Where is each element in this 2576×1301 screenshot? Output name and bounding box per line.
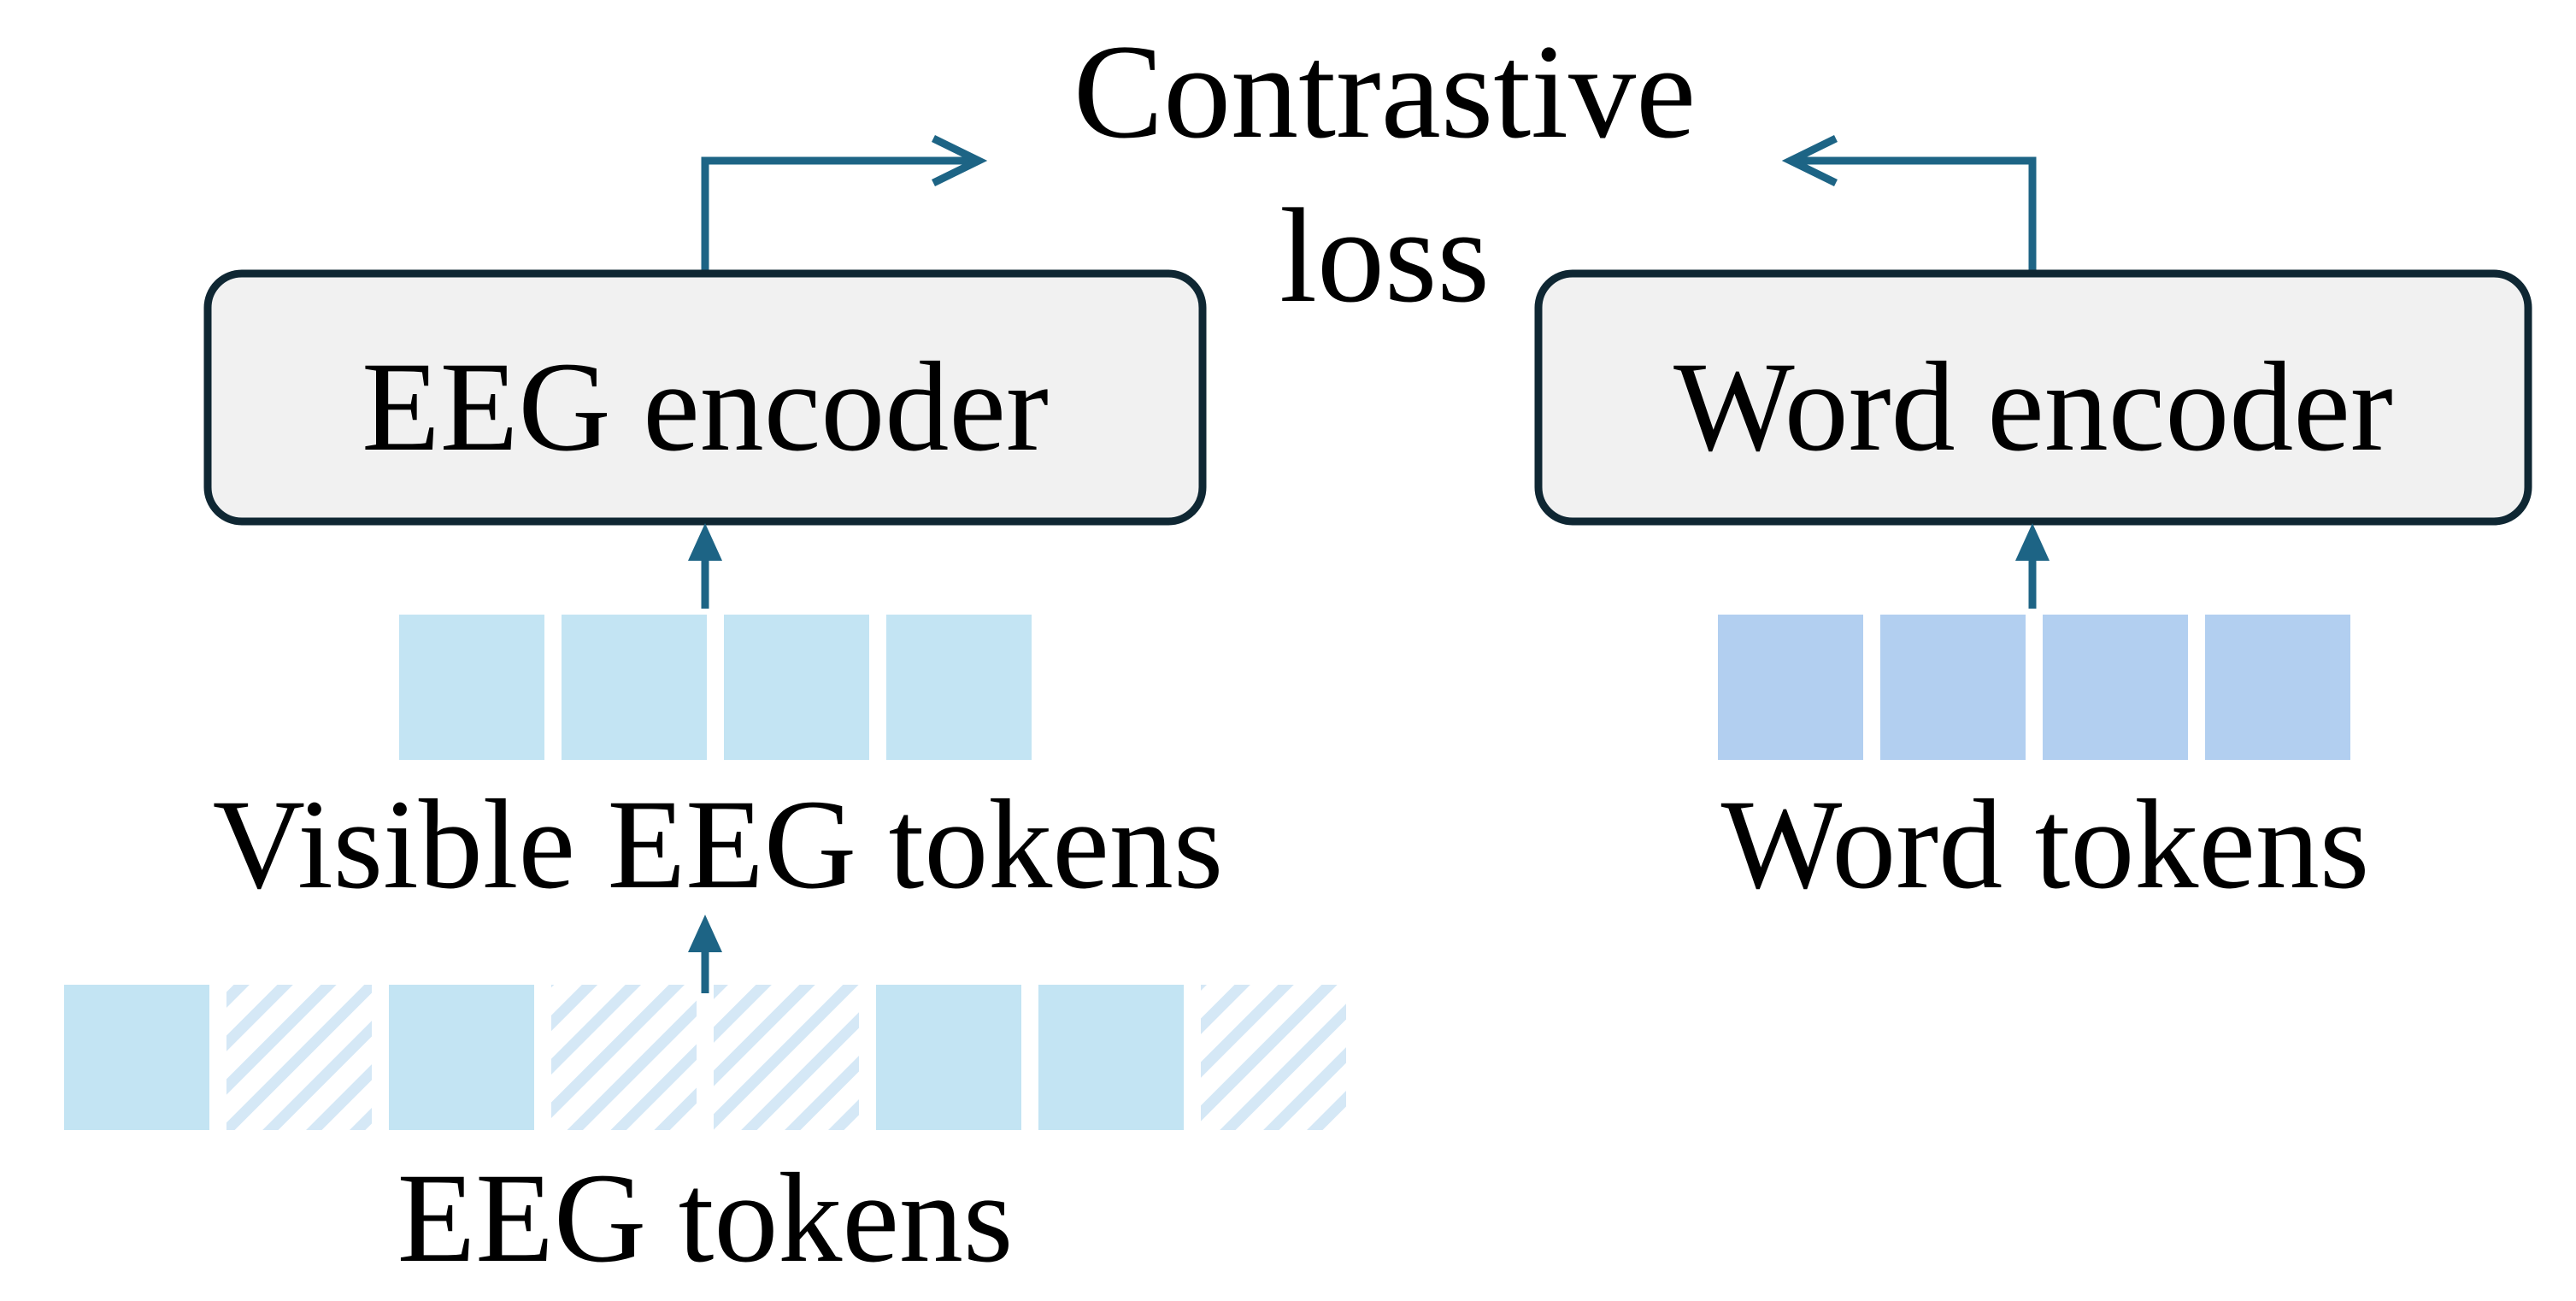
word-encoder-label: Word encoder [1673,336,2393,478]
eeg-to-loss-arrow [701,134,988,274]
eeg-token-7 [1038,985,1184,1130]
eeg-encoder-box: EEG encoder [203,269,1207,526]
visible-eeg-token-4 [886,615,1032,760]
visible-eeg-token-1 [399,615,544,760]
eeg-token-1 [64,985,209,1130]
word-to-loss-arrow [1781,134,2037,274]
visible-eeg-tokens-label: Visible EEG tokens [213,774,1224,915]
word-tokens-label: Word tokens [1721,774,2370,915]
word-encoder-box: Word encoder [1534,269,2532,526]
word-token-4 [2205,615,2350,760]
eeg-token-6 [876,985,1021,1130]
contrastive-loss-title-line1: Contrastive [1073,17,1696,167]
word-token-3 [2043,615,2188,760]
word-token-1 [1718,615,1863,760]
visible-eeg-token-2 [562,615,707,760]
masked-eeg-token-8 [1201,985,1346,1130]
eeg-encoder-label: EEG encoder [362,336,1049,478]
word-tokens-row [1718,615,2350,760]
visible-eeg-token-3 [724,615,869,760]
eeg-tokens-label: EEG tokens [397,1147,1014,1289]
masked-eeg-token-2 [226,985,372,1130]
visible-to-eeg-encoder-arrow [688,523,722,609]
word-tokens-to-word-encoder-arrow [2015,523,2050,609]
eeg-tokens-to-visible-arrow [688,915,722,993]
word-token-2 [1880,615,2026,760]
visible-eeg-tokens-row [399,615,1032,760]
eeg-token-3 [389,985,534,1130]
eeg-tokens-row [64,985,1346,1130]
masked-eeg-token-5 [714,985,859,1130]
masked-eeg-token-4 [551,985,697,1130]
contrastive-loss-title-line2: loss [1279,181,1490,331]
